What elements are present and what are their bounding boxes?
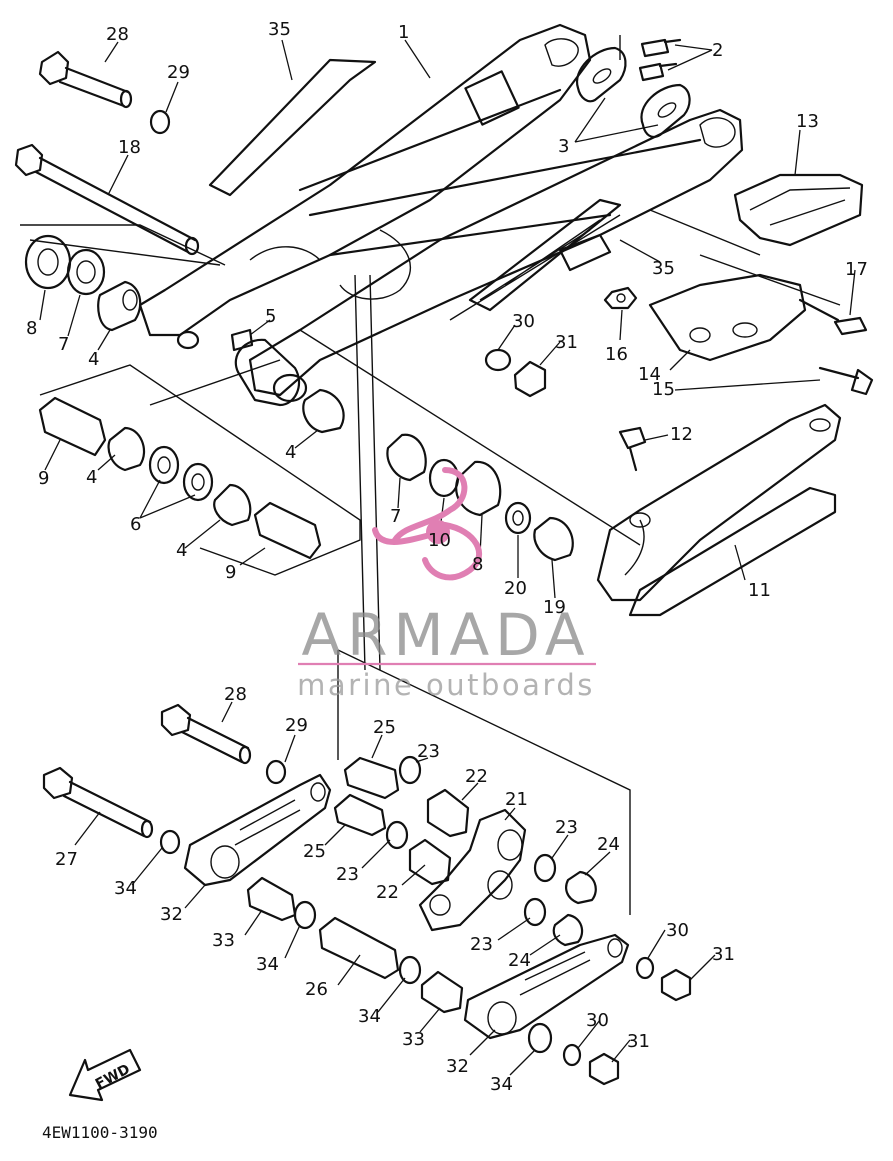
callout-18: 18 [118,137,141,158]
bolt-28-top [38,50,133,109]
callout-1: 1 [398,22,409,43]
relay-arm [596,403,842,617]
watermark: ARMADA marine outboards [297,467,596,702]
decal-strips [208,58,622,312]
callout-14: 14 [638,364,661,385]
callout-15: 15 [652,379,675,400]
callout-30-b: 30 [666,920,689,941]
callout-6: 6 [130,514,141,535]
callout-4-b: 4 [285,442,296,463]
callout-27: 27 [55,849,78,870]
callout-30-a: 30 [512,311,535,332]
callout-23-a: 23 [417,741,440,762]
chain-support-bracket [603,273,874,396]
bolt-27 [42,766,154,839]
callout-8-b: 8 [472,554,483,575]
callout-12: 12 [670,424,693,445]
callout-35-a: 35 [268,19,291,40]
watermark-logo [372,467,483,581]
callout-34-d: 34 [490,1074,513,1095]
callout-7-b: 7 [390,506,401,527]
callout-19: 19 [543,597,566,618]
callout-11: 11 [748,580,771,601]
callout-28-b: 28 [224,684,247,705]
linkage-collars [159,755,692,1086]
washer-29-top [149,109,171,135]
callout-29-a: 29 [167,62,190,83]
bolt-28-bottom [160,703,252,765]
callout-16: 16 [605,344,628,365]
left-bearing-stack [24,234,142,332]
watermark-brand: ARMADA [301,601,590,669]
callout-4-a: 4 [88,349,99,370]
callout-17: 17 [845,259,868,280]
callout-22-b: 22 [376,882,399,903]
link-rod-32-upper [183,773,332,887]
callout-13: 13 [796,111,819,132]
callout-8-a: 8 [26,318,37,339]
right-bearing-stack [230,328,574,562]
callout-31-c: 31 [627,1031,650,1052]
callout-4-c: 4 [86,467,97,488]
callout-31-b: 31 [712,944,735,965]
callout-3: 3 [558,136,569,157]
callout-32-a: 32 [160,904,183,925]
callout-23-c: 23 [555,817,578,838]
callout-33-b: 33 [402,1029,425,1050]
callout-23-d: 23 [470,934,493,955]
callout-30-c: 30 [586,1010,609,1031]
callout-34-b: 34 [256,954,279,975]
callout-25-b: 25 [303,841,326,862]
callout-34-a: 34 [114,878,137,899]
callout-10: 10 [428,530,451,551]
pivot-shaft-18 [14,143,200,256]
callout-21: 21 [505,789,528,810]
callout-2: 2 [712,40,723,61]
callout-28-a: 28 [106,24,129,45]
callout-29-b: 29 [285,715,308,736]
callout-33-a: 33 [212,930,235,951]
callout-9-a: 9 [38,468,49,489]
watermark-tagline: marine outboards [297,668,595,702]
swingarm [138,23,744,407]
callout-35-b: 35 [652,258,675,279]
callout-labels: 1 2 3 4 4 4 4 5 6 7 7 8 8 9 9 10 11 12 1… [26,19,868,1095]
callout-24-a: 24 [597,834,620,855]
callout-9-b: 9 [225,562,236,583]
callout-7-a: 7 [58,334,69,355]
callout-23-b: 23 [336,864,359,885]
callout-20: 20 [504,578,527,599]
callout-25-a: 25 [373,717,396,738]
callout-4-d: 4 [176,540,187,561]
callout-34-c: 34 [358,1006,381,1027]
assembly-lines [20,35,841,915]
callout-24-b: 24 [508,950,531,971]
fwd-arrow: FWD [68,1048,142,1102]
chain-guide [733,173,864,247]
center-collars [38,388,345,560]
callout-32-b: 32 [446,1056,469,1077]
relay-rocker-21 [418,808,527,932]
diagram-code: 4EW1100-3190 [42,1123,158,1142]
link-rod-32-lower [463,933,630,1040]
callout-5: 5 [265,306,276,327]
callout-22-a: 22 [465,766,488,787]
callout-26: 26 [305,979,328,1000]
chain-adjuster-parts [575,38,691,139]
washer-29-bottom [265,759,287,785]
callout-31-a: 31 [555,332,578,353]
